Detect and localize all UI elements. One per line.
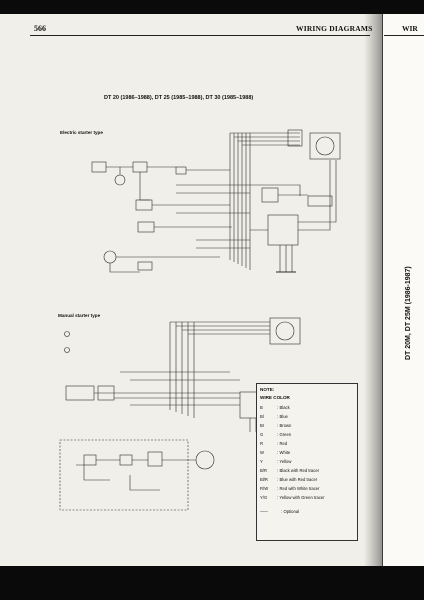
- magneto-coil-manual: [275, 321, 295, 341]
- page-header: WIRING DIAGRAMS: [296, 24, 373, 33]
- emergency-stop-switch: [137, 261, 153, 271]
- wiring-diagrams: [59, 129, 341, 511]
- facing-header-rule: [384, 35, 424, 36]
- note-subheading: WIRE COLOR: [260, 395, 290, 400]
- gutter-line: [382, 14, 383, 566]
- magneto-box: [309, 132, 341, 160]
- legend-item: Br : Brown: [260, 423, 292, 428]
- legend-item: Bl : Blue: [260, 414, 288, 419]
- section-electric-starter: Electric starter type: [60, 130, 103, 135]
- neutral-start-switch: [135, 199, 153, 211]
- legend-item: W : White: [260, 450, 291, 455]
- motor-relay-symbol: [132, 161, 148, 173]
- legend-item: Bl/R : Blue with Red tracer: [260, 477, 318, 482]
- wire-color-note: NOTE: WIRE COLOR B : Black Bl : Blue Br …: [256, 383, 358, 541]
- voltage-regulator: [307, 195, 333, 207]
- engine-start-switch: [137, 221, 155, 233]
- facing-page-header: WIR: [402, 24, 418, 33]
- starter-motor-symbol: [114, 174, 126, 186]
- magneto-box-manual: [269, 317, 301, 345]
- legend-item: G : Green: [260, 432, 292, 437]
- electric-starter-diagram: [91, 129, 341, 273]
- rectifier-manual: [147, 451, 163, 467]
- cdi-unit: [267, 214, 299, 246]
- spark-plug-leads: [279, 245, 293, 272]
- header-rule: [30, 35, 370, 36]
- facing-page-edge: [382, 14, 424, 566]
- section-manual-starter: Manual starter type: [58, 313, 101, 318]
- legend-item: R/W : Red with White tracer: [260, 486, 320, 491]
- legend-item: R : Red: [260, 441, 288, 446]
- battery-symbol: [91, 161, 107, 173]
- lighting-coil: [195, 450, 215, 470]
- legend-optional: ------- : Optional: [260, 509, 300, 514]
- legend-item: Y/G : Yellow with Green tracer: [260, 495, 325, 500]
- connector-block: [287, 129, 303, 147]
- manual-starter-diagram: [59, 317, 301, 511]
- rectifier: [261, 187, 279, 203]
- fuse-manual: [119, 454, 133, 466]
- note-heading: NOTE:: [260, 387, 275, 392]
- legend-item: B/R : Black with Red tracer: [260, 468, 320, 473]
- legend-item: Y : Yellow: [260, 459, 292, 464]
- fuse-symbol: [175, 166, 187, 175]
- bottom-black-band: [0, 566, 424, 600]
- engine-stop-switch: [103, 250, 117, 264]
- legend-item: B : Black: [260, 405, 290, 410]
- manual-page: [0, 14, 424, 566]
- optional-lighting-box: [59, 439, 189, 511]
- stop-switch-group: [65, 385, 95, 401]
- battery-manual: [83, 454, 97, 466]
- diagram-title: DT 20 (1986–1988), DT 25 (1985–1988), DT…: [104, 95, 254, 101]
- magneto-coil: [315, 136, 335, 156]
- page-number: 566: [34, 24, 46, 33]
- page-gutter: [364, 14, 384, 566]
